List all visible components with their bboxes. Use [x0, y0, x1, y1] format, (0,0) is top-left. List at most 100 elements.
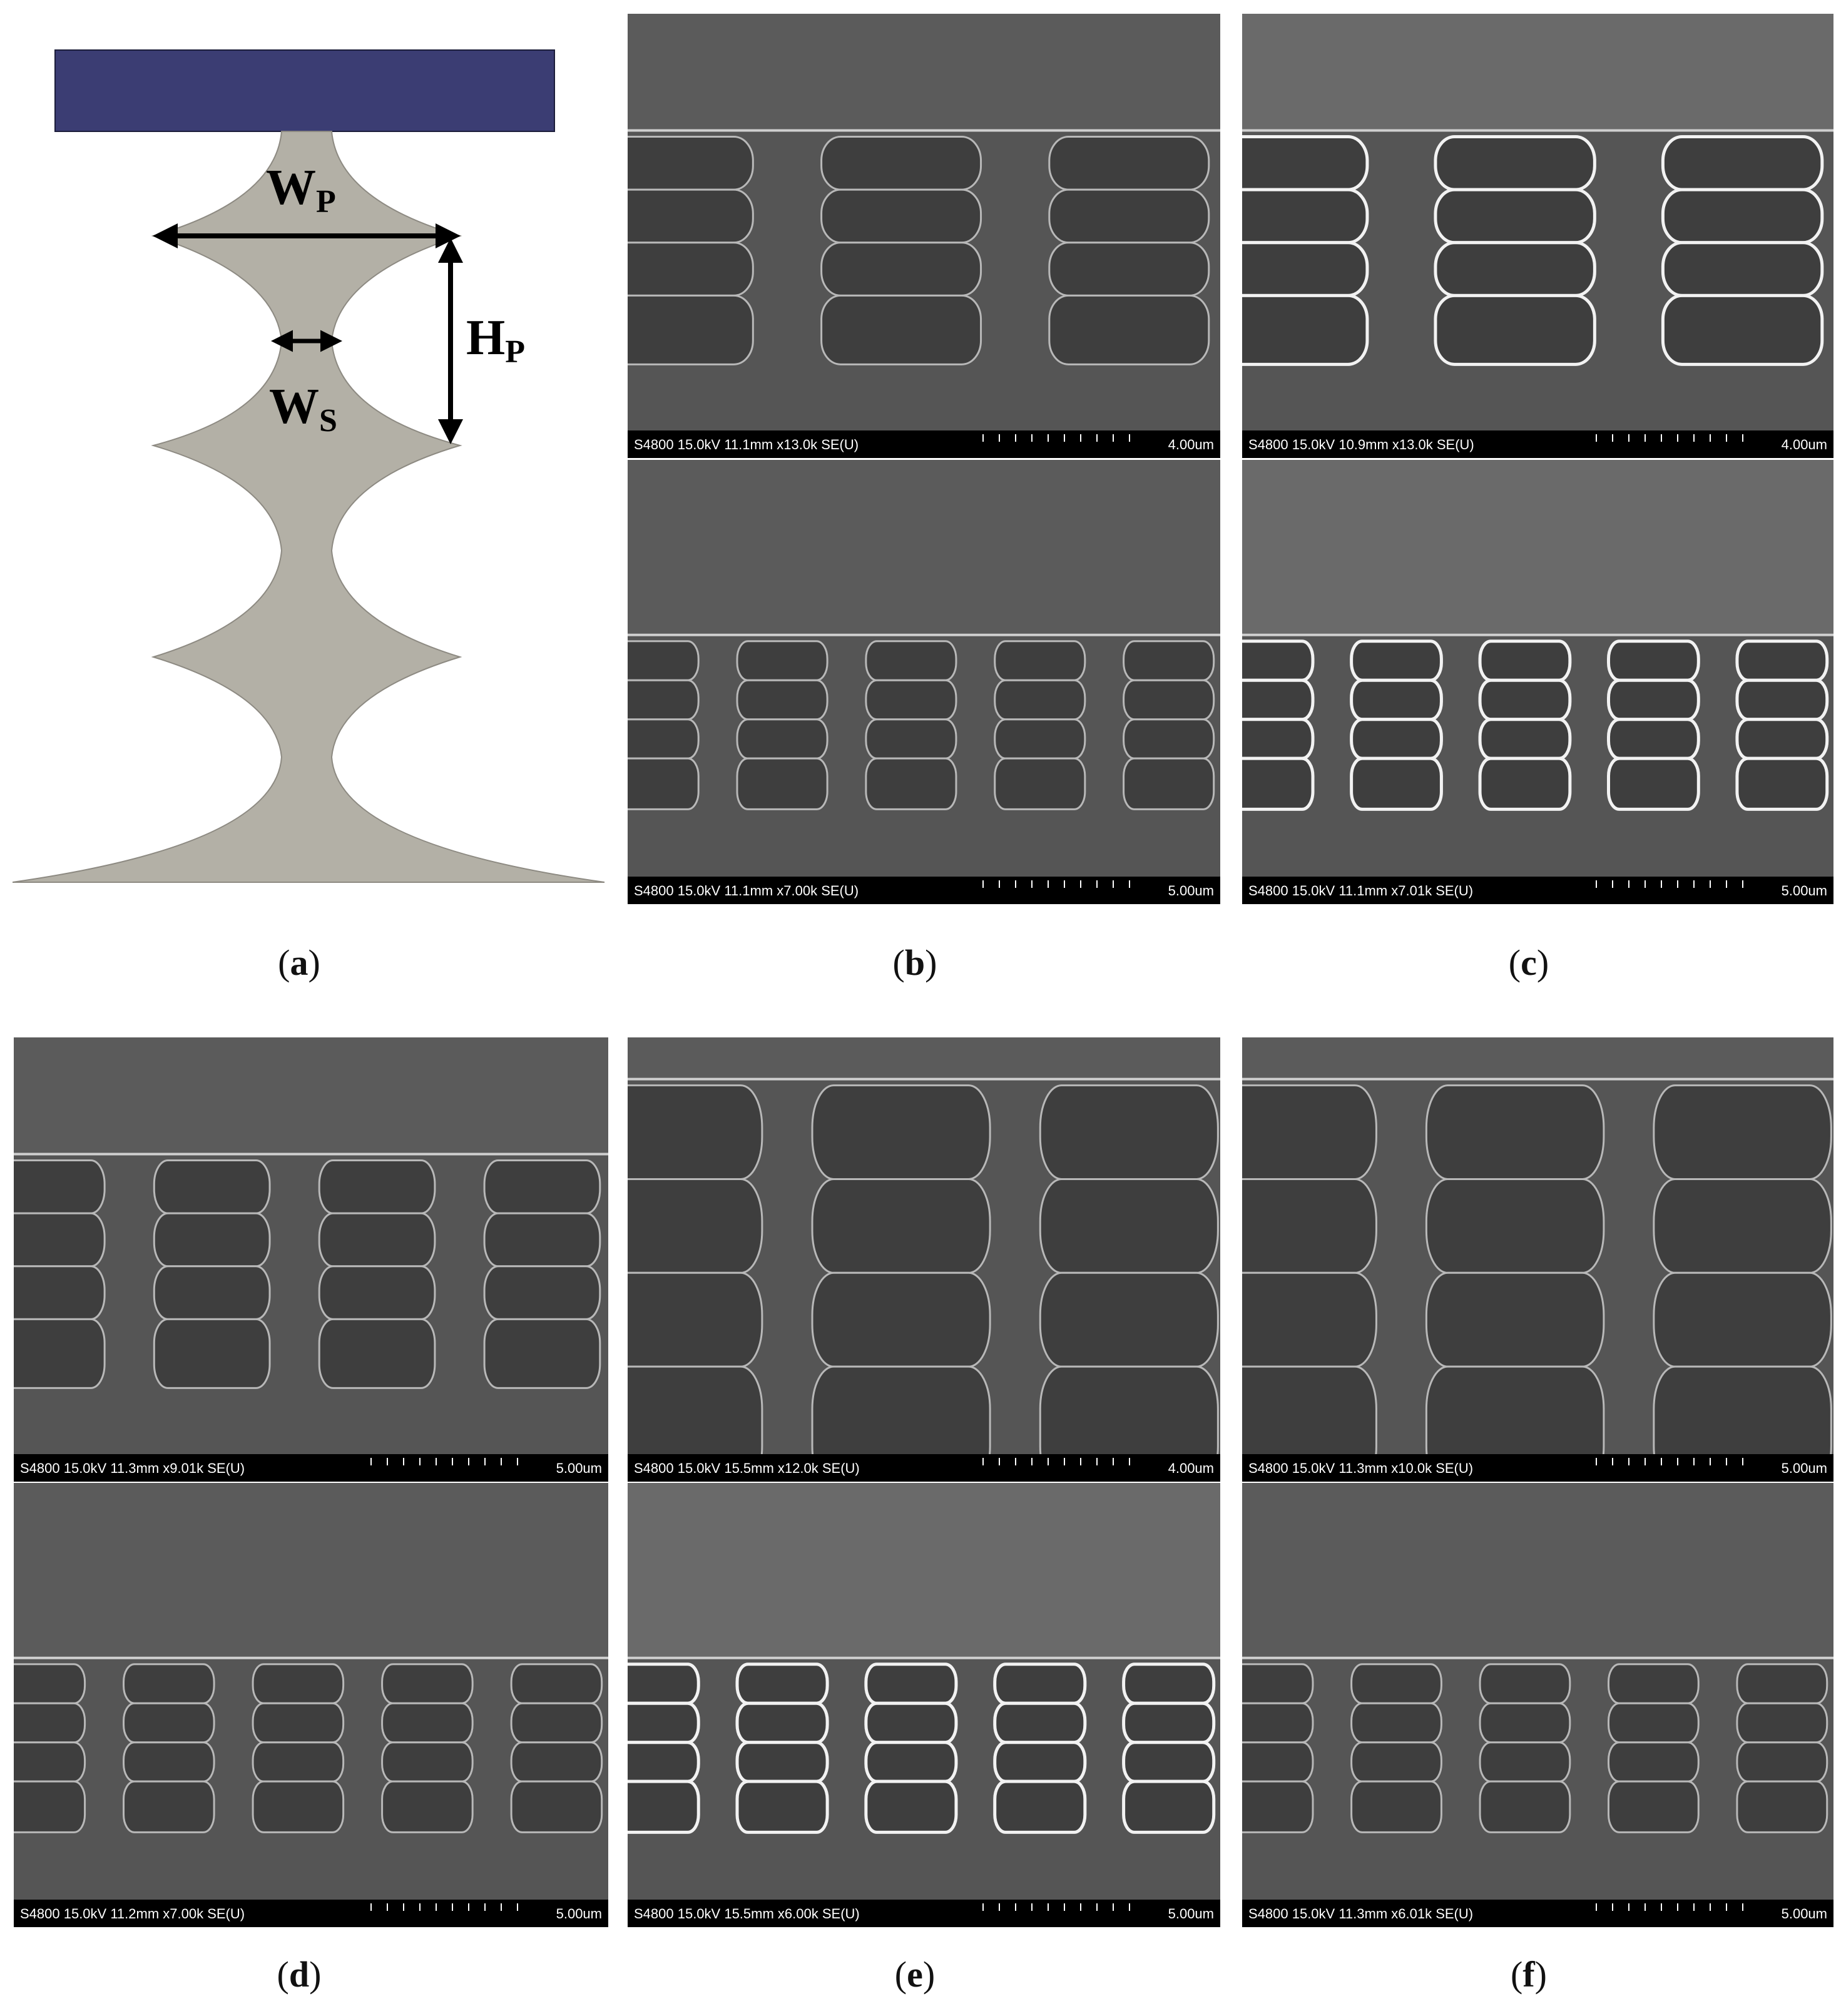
sem-micrograph: S4800 15.0kV 15.5mm x6.00k SE(U) 5.00um — [628, 1483, 1220, 1927]
panel-caption-a: (a) — [278, 942, 320, 983]
trench-pillar — [628, 640, 700, 810]
trench-pillar — [1478, 639, 1572, 811]
trench-pillar — [14, 1663, 86, 1833]
trench-pillar — [1606, 639, 1700, 811]
sem-metadata: S4800 15.0kV 11.1mm x13.0k SE(U) — [634, 437, 859, 452]
trench-pillar — [14, 1159, 106, 1389]
sem-info-bar: S4800 15.0kV 11.3mm x10.0k SE(U) 5.00um — [1242, 1454, 1833, 1482]
trench-pillar — [1123, 640, 1215, 810]
scale-ticks — [1596, 1458, 1758, 1465]
trench-pillar — [864, 1662, 958, 1834]
panel-caption-b: (b) — [892, 942, 937, 983]
trench-pillar — [1242, 135, 1369, 366]
trench-pillar — [736, 640, 829, 810]
sem-info-bar: S4800 15.0kV 15.5mm x6.00k SE(U) 5.00um — [628, 1900, 1220, 1927]
sem-info-bar: S4800 15.0kV 11.1mm x7.01k SE(U) 5.00um — [1242, 877, 1833, 904]
sem-micrograph: S4800 15.0kV 11.1mm x7.01k SE(U) 5.00um — [1242, 460, 1833, 904]
trench-pillar — [510, 1663, 603, 1833]
trench-pillar — [1039, 1084, 1219, 1454]
sem-image — [14, 1037, 608, 1454]
trench-pillar — [1350, 639, 1443, 811]
panel-caption-f: (f) — [1511, 1954, 1547, 1995]
trench-pillar — [1607, 1663, 1700, 1833]
sem-image — [628, 14, 1220, 430]
trench-pillar — [811, 1084, 991, 1454]
trench-pillar — [735, 1662, 829, 1834]
trench-pillar — [1350, 1663, 1442, 1833]
sem-info-bar: S4800 15.0kV 11.3mm x9.01k SE(U) 5.00um — [14, 1454, 608, 1482]
sem-micrograph: S4800 15.0kV 15.5mm x12.0k SE(U) 4.00um — [628, 1037, 1220, 1482]
sem-info-bar: S4800 15.0kV 11.3mm x6.01k SE(U) 5.00um — [1242, 1900, 1833, 1927]
sem-metadata: S4800 15.0kV 11.1mm x7.01k SE(U) — [1248, 883, 1474, 899]
scale-ticks — [1596, 434, 1758, 442]
sem-scale: 4.00um — [1168, 437, 1214, 452]
trench-pillar — [252, 1663, 345, 1833]
sem-scale: 5.00um — [556, 1460, 602, 1476]
sem-info-bar: S4800 15.0kV 11.1mm x7.00k SE(U) 5.00um — [628, 877, 1220, 904]
sem-info-bar: S4800 15.0kV 15.5mm x12.0k SE(U) 4.00um — [628, 1454, 1220, 1482]
wp-label: WP — [266, 160, 336, 220]
trench-pillar — [1242, 1084, 1377, 1454]
trench-pillar — [865, 640, 957, 810]
trench-pillar — [1735, 639, 1829, 811]
trench-pillar — [153, 1159, 271, 1389]
sem-metadata: S4800 15.0kV 11.1mm x7.00k SE(U) — [634, 883, 859, 899]
sem-info-bar: S4800 15.0kV 11.1mm x13.0k SE(U) 4.00um — [628, 430, 1220, 458]
sem-scale: 5.00um — [1781, 1460, 1827, 1476]
sem-scale: 5.00um — [1168, 1906, 1214, 1922]
trench-pillar — [628, 135, 754, 365]
sem-image — [628, 460, 1220, 877]
panel-caption-e: (e) — [894, 1954, 936, 1995]
trench-pillar — [993, 1662, 1087, 1834]
trench-pillar — [628, 1662, 700, 1834]
scale-ticks — [1596, 1903, 1758, 1911]
sem-scale: 5.00um — [1781, 883, 1827, 899]
scale-ticks — [982, 880, 1145, 888]
sem-image — [1242, 1483, 1833, 1900]
schematic-diagram: WP HP WS — [13, 44, 607, 907]
trench-pillar — [1048, 135, 1210, 365]
sem-image — [1242, 14, 1833, 430]
sem-image — [1242, 460, 1833, 877]
sem-scale: 4.00um — [1168, 1460, 1214, 1476]
trench-pillar — [1425, 1084, 1605, 1454]
sem-micrograph: S4800 15.0kV 11.2mm x7.00k SE(U) 5.00um — [14, 1483, 608, 1927]
trench-pillar — [318, 1159, 436, 1389]
sem-scale: 5.00um — [556, 1906, 602, 1922]
sem-metadata: S4800 15.0kV 10.9mm x13.0k SE(U) — [1248, 437, 1474, 452]
sem-micrograph: S4800 15.0kV 11.1mm x7.00k SE(U) 5.00um — [628, 460, 1220, 904]
sem-metadata: S4800 15.0kV 11.3mm x10.0k SE(U) — [1248, 1460, 1474, 1476]
trench-pillar — [1661, 135, 1824, 366]
sem-micrograph: S4800 15.0kV 11.3mm x10.0k SE(U) 5.00um — [1242, 1037, 1833, 1482]
scale-ticks — [1596, 880, 1758, 888]
sem-metadata: S4800 15.0kV 11.3mm x9.01k SE(U) — [20, 1460, 245, 1476]
trench-pillar — [1479, 1663, 1571, 1833]
trench-pillar — [820, 135, 982, 365]
trench-pillar — [628, 1084, 763, 1454]
trench-pillar — [1242, 1663, 1314, 1833]
sem-scale: 5.00um — [1781, 1906, 1827, 1922]
pillar-body — [13, 131, 605, 883]
sem-metadata: S4800 15.0kV 11.2mm x7.00k SE(U) — [20, 1906, 245, 1922]
sem-metadata: S4800 15.0kV 11.3mm x6.01k SE(U) — [1248, 1906, 1474, 1922]
scale-ticks — [370, 1458, 533, 1465]
sem-micrograph: S4800 15.0kV 11.3mm x6.01k SE(U) 5.00um — [1242, 1483, 1833, 1927]
sem-scale: 5.00um — [1168, 883, 1214, 899]
scale-ticks — [982, 1903, 1145, 1911]
sem-micrograph: S4800 15.0kV 11.3mm x9.01k SE(U) 5.00um — [14, 1037, 608, 1482]
sem-metadata: S4800 15.0kV 15.5mm x12.0k SE(U) — [634, 1460, 860, 1476]
sem-image — [628, 1037, 1220, 1454]
sem-image — [628, 1483, 1220, 1900]
sem-micrograph: S4800 15.0kV 11.1mm x13.0k SE(U) 4.00um — [628, 14, 1220, 458]
trench-pillar — [1736, 1663, 1828, 1833]
trench-pillar — [1434, 135, 1596, 366]
sem-metadata: S4800 15.0kV 15.5mm x6.00k SE(U) — [634, 1906, 860, 1922]
schematic-svg — [13, 49, 605, 883]
trench-pillar — [1653, 1084, 1832, 1454]
scale-ticks — [370, 1903, 533, 1911]
scale-ticks — [982, 1458, 1145, 1465]
scale-ticks — [982, 434, 1145, 442]
panel-caption-d: (d) — [277, 1954, 322, 1995]
sem-scale: 4.00um — [1781, 437, 1827, 452]
sem-info-bar: S4800 15.0kV 10.9mm x13.0k SE(U) 4.00um — [1242, 430, 1833, 458]
